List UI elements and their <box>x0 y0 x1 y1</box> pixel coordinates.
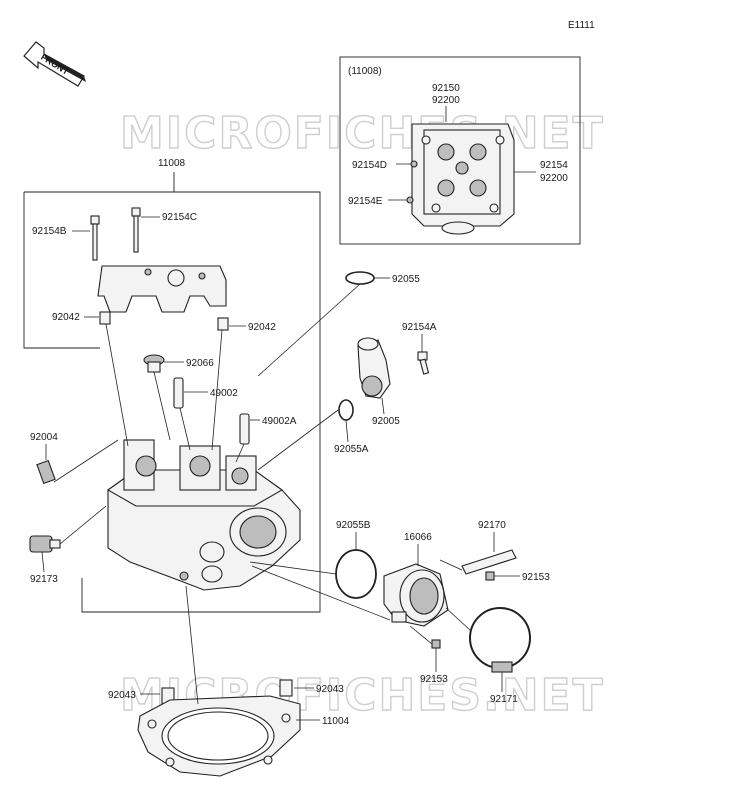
diagram-id: E1111 <box>568 20 595 31</box>
label-49002: 49002 <box>210 388 238 399</box>
label-92055-top: 92055 <box>392 274 420 285</box>
bolt-92154A <box>417 351 430 375</box>
bolt-92154B <box>90 215 100 261</box>
label-92154B: 92154B <box>32 226 67 237</box>
label-92171: 92171 <box>490 694 518 705</box>
o-ring-92055A <box>338 399 354 421</box>
label-92042-left: 92042 <box>52 312 80 323</box>
label-49002A: 49002A <box>262 416 297 427</box>
inset-label-92200-top: 92200 <box>432 95 460 106</box>
bolt-92153-top <box>485 571 495 581</box>
label-92055B: 92055B <box>336 520 371 531</box>
inset-label-92150: 92150 <box>432 83 460 94</box>
cam-cap <box>97 265 227 313</box>
label-11004: 11004 <box>322 716 350 727</box>
carburetor-holder-16066 <box>383 563 449 627</box>
label-92066: 92066 <box>186 358 214 369</box>
label-92042-right: 92042 <box>248 322 276 333</box>
inset-label-92200-right: 92200 <box>540 173 568 184</box>
sensor-92173 <box>29 535 61 553</box>
bolt-92153-bottom <box>431 639 441 649</box>
inset-label-92154E: 92154E <box>348 196 383 207</box>
label-11008: 11008 <box>158 158 186 169</box>
front-arrow-icon: FRONT <box>23 41 86 87</box>
label-92170: 92170 <box>478 520 506 531</box>
label-16066: 16066 <box>404 532 432 543</box>
guide-49002 <box>173 377 184 409</box>
cylinder-head-top-view <box>406 123 515 235</box>
assembly-bracket-11008: 11008 <box>23 158 321 613</box>
o-ring-92055B <box>335 549 377 599</box>
plug-92066 <box>143 354 165 373</box>
inset-label-92154D: 92154D <box>352 160 387 171</box>
head-gasket-11004 <box>137 695 301 777</box>
inset-label-92154: 92154 <box>540 160 568 171</box>
dowel-92043-right <box>279 679 293 697</box>
dowel-92042-right <box>217 317 229 331</box>
label-92153-bottom: 92153 <box>420 674 448 685</box>
label-92005: 92005 <box>372 416 400 427</box>
label-92043-left: 92043 <box>108 690 136 701</box>
clamp-92171 <box>469 607 531 673</box>
label-92154A: 92154A <box>402 322 437 333</box>
spring-92004 <box>36 459 56 485</box>
label-92153-top: 92153 <box>522 572 550 583</box>
bracket-92170 <box>461 549 517 575</box>
label-92043-right: 92043 <box>316 684 344 695</box>
watermark-top: MICROFICHES.NET <box>120 108 605 159</box>
label-92154C: 92154C <box>162 212 197 223</box>
label-92004: 92004 <box>30 432 58 443</box>
cylinder-head <box>106 439 301 591</box>
fitting-92005 <box>357 337 391 399</box>
bolt-92154C <box>131 207 141 253</box>
label-92055A: 92055A <box>334 444 369 455</box>
dowel-92042-left <box>99 311 111 325</box>
o-ring-92055 <box>345 271 375 285</box>
inset-title: (11008) <box>348 66 382 77</box>
label-92173: 92173 <box>30 574 58 585</box>
guide-49002A <box>239 413 250 445</box>
inset-box: (11008) 92150 92200 92154D 92154E 92154 … <box>339 56 581 245</box>
